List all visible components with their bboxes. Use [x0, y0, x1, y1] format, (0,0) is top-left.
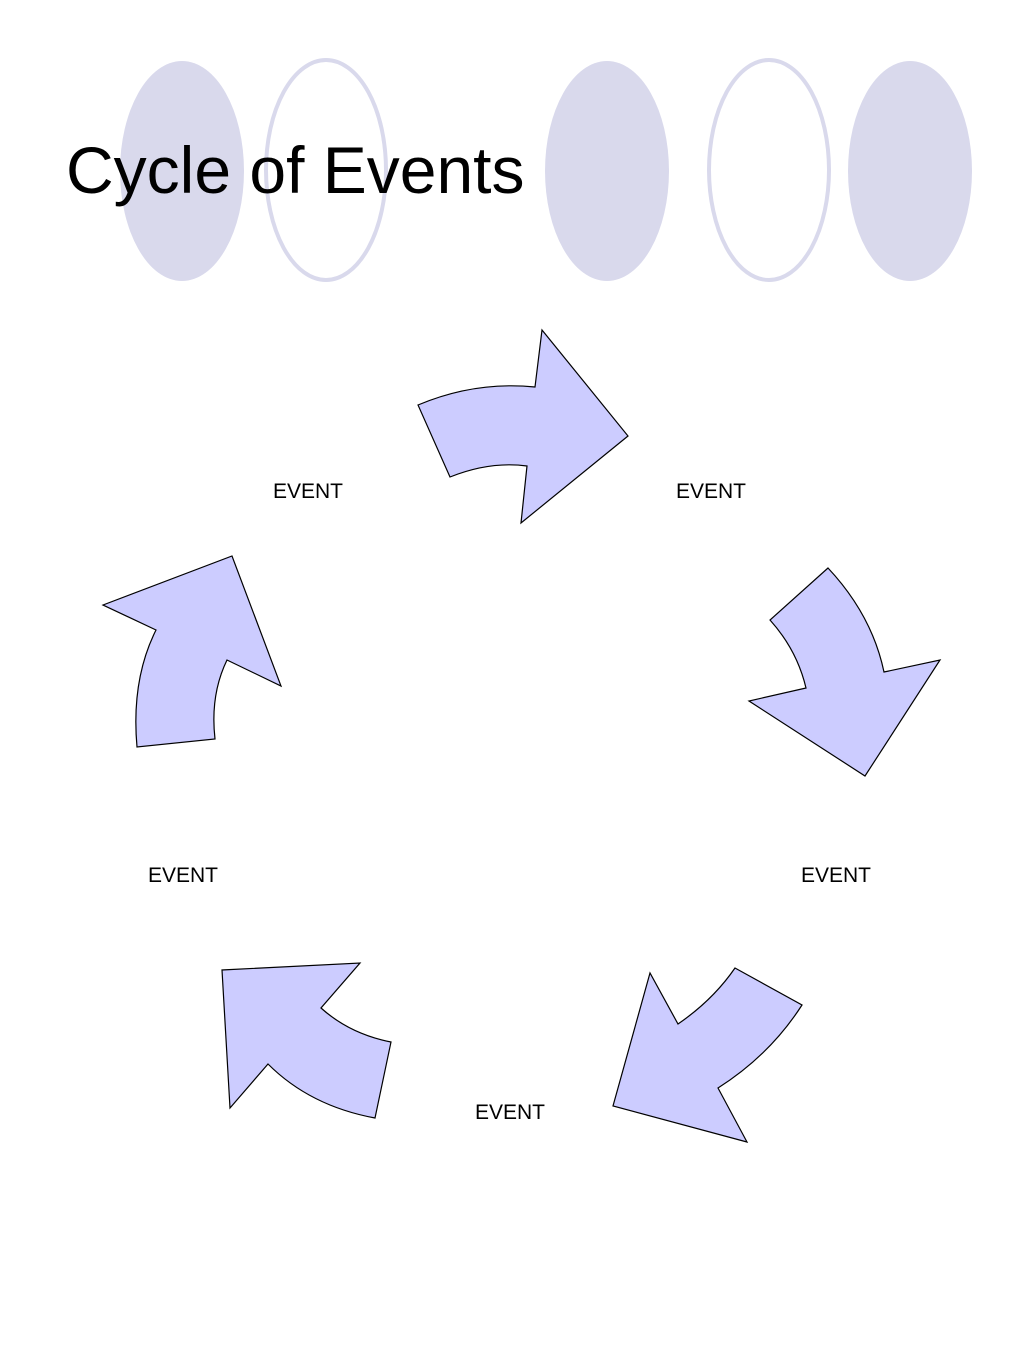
- event-label-top-left: EVENT: [273, 480, 344, 503]
- slide-title: Cycle of Events: [66, 133, 525, 207]
- cycle-arrow-bottom-left: [221, 962, 392, 1119]
- outline-oval: [264, 58, 388, 282]
- cycle-arrow-right: [747, 567, 942, 777]
- filled-oval: [545, 61, 669, 281]
- event-label-right: EVENT: [801, 864, 872, 887]
- cycle-arrow-bottom-right: [612, 967, 803, 1143]
- filled-oval: [848, 61, 972, 281]
- decorative-ovals: [120, 58, 972, 282]
- cycle-arrow-left: [101, 555, 283, 748]
- event-label-bottom: EVENT: [475, 1101, 546, 1124]
- outline-oval: [707, 58, 831, 282]
- cycle-arrow-top: [417, 328, 629, 525]
- event-label-left: EVENT: [148, 864, 219, 887]
- filled-oval: [120, 61, 244, 281]
- event-label-top-right: EVENT: [676, 480, 747, 503]
